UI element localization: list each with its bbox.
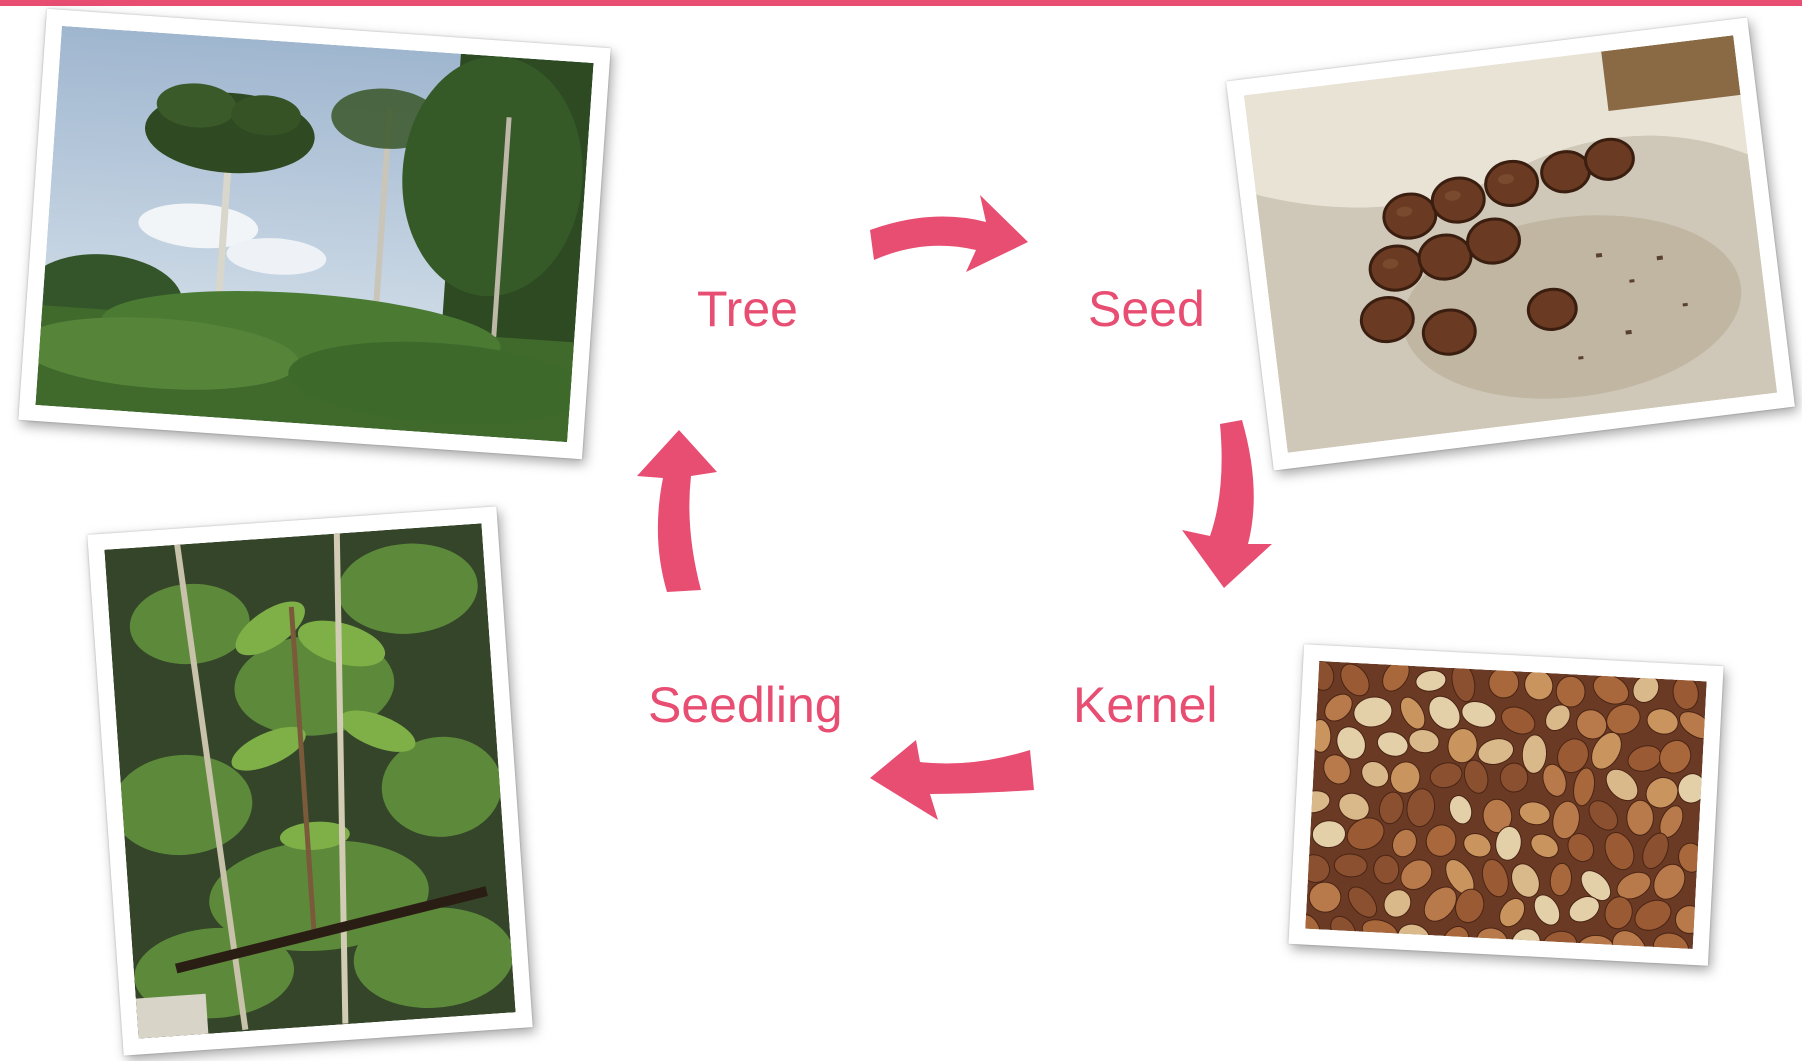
kernel-texture-piece — [1310, 719, 1332, 752]
stage-label-tree: Tree — [697, 284, 798, 334]
top-accent-bar — [0, 0, 1802, 6]
arrow-seed-to-kernel — [1180, 420, 1280, 590]
tree-photo — [18, 9, 610, 459]
kernel-texture-piece — [1627, 800, 1654, 835]
arrow-tree-to-seed — [862, 190, 1032, 280]
seedling-photo — [87, 506, 532, 1055]
stage-label-seed: Seed — [1088, 284, 1205, 334]
arrow-seedling-to-tree — [635, 428, 735, 598]
kernel-texture-piece — [1556, 676, 1586, 708]
kernel-texture-piece — [1675, 905, 1704, 933]
stage-label-seedling: Seedling — [648, 680, 843, 730]
seed-photo — [1226, 17, 1795, 470]
stage-label-kernel: Kernel — [1073, 680, 1218, 730]
arrow-kernel-to-seedling — [868, 738, 1038, 828]
kernel-photo — [1288, 644, 1723, 966]
